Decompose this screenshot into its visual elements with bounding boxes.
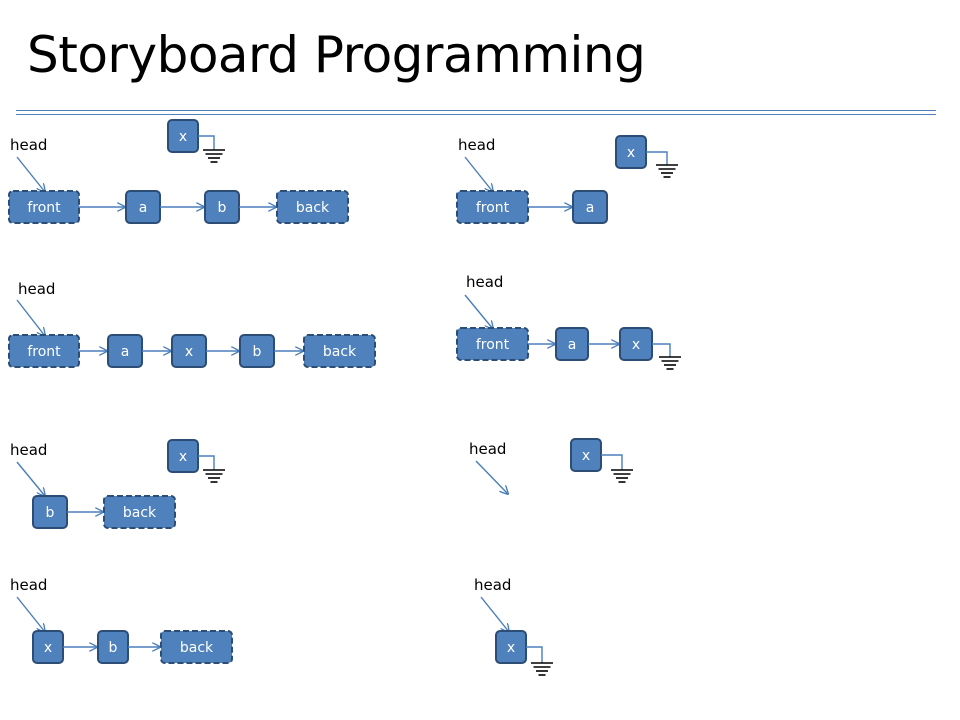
title-divider-top — [16, 110, 936, 111]
storyboard-frame-7: head x b back — [10, 576, 233, 664]
head-pointer-arrow — [16, 596, 45, 632]
null-ground-symbol — [659, 356, 681, 370]
head-label: head — [10, 441, 47, 459]
node-a-label: a — [121, 344, 130, 360]
null-ground-symbol — [656, 164, 678, 178]
node-back: back — [303, 334, 376, 368]
storyboard-frame-5: head b back x — [10, 439, 225, 529]
null-ground-symbol — [531, 662, 553, 676]
node-x: x — [615, 135, 647, 169]
node-a-label: a — [568, 337, 577, 353]
storyboard-frame-1: head front a b back x — [8, 119, 349, 224]
null-pointer-line — [652, 343, 671, 357]
head-pointer-arrow — [464, 156, 493, 192]
head-pointer-arrow — [475, 460, 508, 494]
node-a: a — [572, 190, 608, 224]
node-x: x — [32, 630, 64, 664]
node-x-label: x — [582, 448, 590, 464]
null-ground-symbol — [203, 149, 225, 163]
node-x: x — [167, 119, 199, 153]
null-ground-symbol — [203, 469, 225, 483]
node-front: front — [456, 190, 529, 224]
head-pointer-arrow — [480, 596, 509, 632]
node-x-label: x — [185, 344, 193, 360]
node-x-label: x — [44, 640, 52, 656]
node-x: x — [171, 334, 207, 368]
null-pointer-line — [526, 646, 543, 663]
node-b: b — [204, 190, 240, 224]
node-front-label: front — [27, 344, 61, 360]
page-title: Storyboard Programming — [27, 26, 646, 84]
head-pointer-arrow — [16, 156, 45, 192]
storyboard-frame-4: head front a x — [456, 273, 681, 370]
node-a-label: a — [139, 200, 148, 216]
node-back-label: back — [180, 640, 214, 656]
node-front: front — [456, 327, 529, 361]
node-b-label: b — [109, 640, 118, 656]
node-b: b — [32, 495, 68, 529]
head-label: head — [10, 576, 47, 594]
head-pointer-arrow — [16, 299, 45, 336]
node-front-label: front — [476, 337, 510, 353]
node-a-label: a — [586, 200, 595, 216]
node-x: x — [619, 327, 653, 361]
storyboard-frame-6: head x — [469, 438, 633, 494]
title-divider-bottom — [16, 114, 936, 115]
storyboard-frame-3: head front a x b back — [8, 280, 376, 368]
head-label: head — [469, 440, 506, 458]
storyboard-frame-8: head x — [474, 576, 553, 676]
node-b-label: b — [218, 200, 227, 216]
node-back: back — [103, 495, 176, 529]
node-x: x — [495, 630, 527, 664]
node-b: b — [97, 630, 129, 664]
head-pointer-arrow — [464, 294, 493, 329]
node-x-label: x — [627, 145, 635, 161]
node-back: back — [160, 630, 233, 664]
node-b-label: b — [253, 344, 262, 360]
head-label: head — [18, 280, 55, 298]
head-label: head — [466, 273, 503, 291]
node-back-label: back — [123, 505, 157, 521]
node-front-label: front — [27, 200, 61, 216]
node-front: front — [8, 334, 80, 368]
null-pointer-line — [198, 135, 215, 150]
node-front: front — [8, 190, 80, 224]
node-a: a — [555, 327, 589, 361]
null-pointer-line — [646, 151, 668, 165]
head-label: head — [474, 576, 511, 594]
node-x-label: x — [632, 337, 640, 353]
node-x-label: x — [507, 640, 515, 656]
node-x-label: x — [179, 449, 187, 465]
head-pointer-arrow — [16, 461, 45, 496]
node-back-label: back — [323, 344, 357, 360]
null-pointer-line — [601, 454, 623, 470]
node-x-label: x — [179, 129, 187, 145]
head-label: head — [10, 136, 47, 154]
storyboard-frame-2: head front a x — [456, 135, 678, 224]
node-x: x — [570, 438, 602, 472]
node-x: x — [167, 439, 199, 473]
node-b: b — [239, 334, 275, 368]
node-back-label: back — [296, 200, 330, 216]
node-a: a — [125, 190, 161, 224]
node-b-label: b — [46, 505, 55, 521]
node-back: back — [276, 190, 349, 224]
head-label: head — [458, 136, 495, 154]
null-pointer-line — [198, 455, 215, 470]
node-a: a — [107, 334, 143, 368]
null-ground-symbol — [611, 469, 633, 483]
node-front-label: front — [476, 200, 510, 216]
